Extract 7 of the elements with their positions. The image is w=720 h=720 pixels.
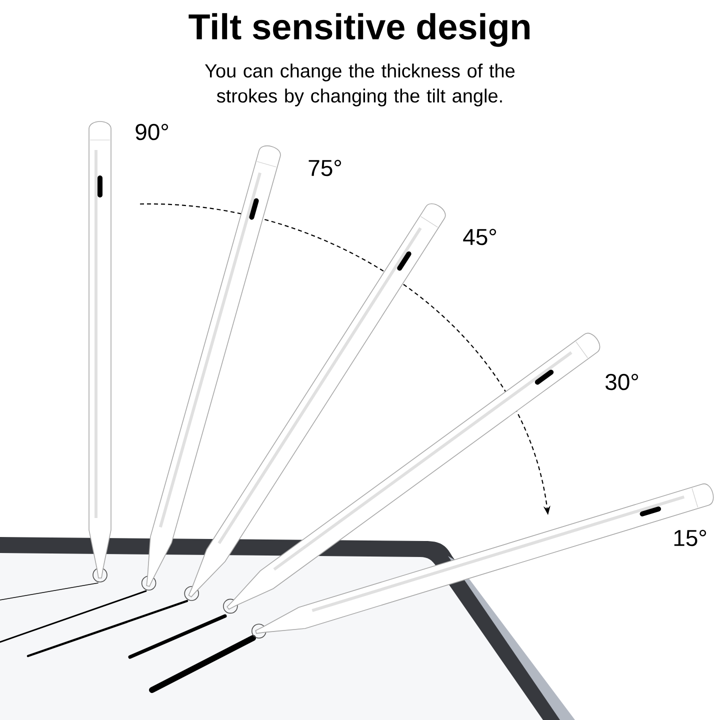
subtitle: You can change the thickness of the strokes by changing the tilt angle. — [204, 64, 515, 106]
angle-label: 45° — [463, 228, 496, 246]
angle-label: 90° — [136, 124, 168, 140]
title: Tilt sensitive design — [188, 13, 530, 47]
angle-label: 15° — [674, 530, 706, 546]
angle-label: 75° — [308, 160, 342, 176]
angle-label: 30° — [606, 374, 638, 390]
